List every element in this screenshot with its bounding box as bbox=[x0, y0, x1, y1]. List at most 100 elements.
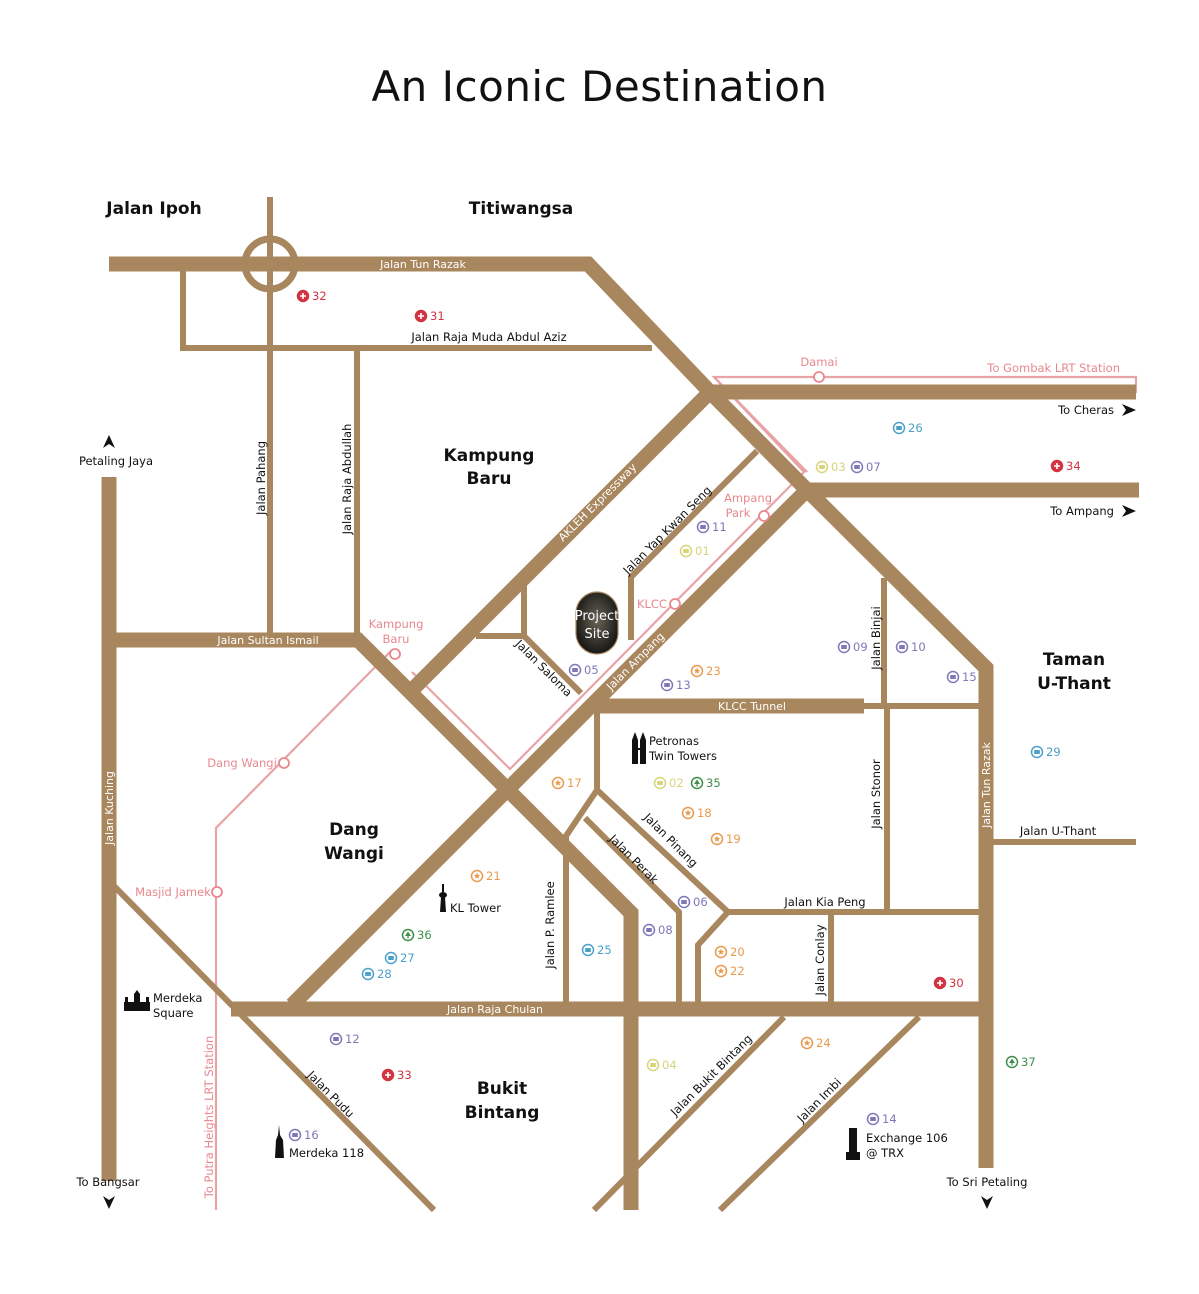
poi-hotel-14[interactable]: 14 bbox=[866, 1112, 897, 1126]
poi-hotel-06[interactable]: 06 bbox=[677, 895, 708, 909]
landmark-label-kl-tower: KL Tower bbox=[450, 901, 501, 915]
road-label-pahang: Jalan Pahang bbox=[254, 441, 268, 516]
poi-attraction-24[interactable]: 24 bbox=[800, 1036, 831, 1050]
poi-number: 21 bbox=[486, 869, 501, 883]
hotel-glyph bbox=[950, 675, 956, 679]
poi-number: 18 bbox=[697, 806, 712, 820]
poi-attraction-17[interactable]: 17 bbox=[551, 776, 582, 790]
poi-hospital-31[interactable]: 31 bbox=[414, 309, 445, 323]
poi-hotel-16[interactable]: 16 bbox=[288, 1128, 319, 1142]
poi-school-29[interactable]: 29 bbox=[1030, 745, 1061, 759]
arrow-up-icon bbox=[103, 435, 115, 448]
poi-hotel-05[interactable]: 05 bbox=[568, 663, 599, 677]
school-glyph bbox=[1034, 750, 1040, 754]
poi-number: 12 bbox=[345, 1032, 360, 1046]
poi-hospital-34[interactable]: 34 bbox=[1050, 459, 1081, 473]
poi-number: 06 bbox=[693, 895, 708, 909]
road-tun-razak-diag bbox=[704, 386, 813, 496]
poi-number: 26 bbox=[908, 421, 923, 435]
poi-markers: 01 02 03 04 05 06 07 08 09 10 11 12 13 14 15 16 17 18 19 20… bbox=[288, 289, 1081, 1142]
poi-attraction-22[interactable]: 22 bbox=[714, 964, 745, 978]
road-saloma bbox=[476, 582, 584, 696]
poi-number: 14 bbox=[882, 1112, 897, 1126]
poi-hotel-07[interactable]: 07 bbox=[850, 460, 881, 474]
mall-glyph bbox=[657, 781, 663, 785]
poi-number: 27 bbox=[400, 951, 415, 965]
rail-line-kelana-jaya bbox=[411, 376, 808, 771]
poi-hospital-30[interactable]: 30 bbox=[933, 976, 964, 990]
area-dang-wangi-line2: Wangi bbox=[324, 844, 384, 864]
poi-mall-01[interactable]: 01 bbox=[679, 544, 710, 558]
direction-bangsar: To Bangsar bbox=[75, 1175, 139, 1189]
poi-hotel-13[interactable]: 13 bbox=[660, 678, 691, 692]
station-label-ampang-park-line2: Park bbox=[726, 506, 751, 520]
station-icon bbox=[389, 648, 401, 660]
poi-number: 17 bbox=[567, 776, 582, 790]
poi-school-25[interactable]: 25 bbox=[581, 943, 612, 957]
road-label-raja-abdullah: Jalan Raja Abdullah bbox=[340, 424, 354, 536]
poi-hospital-32[interactable]: 32 bbox=[296, 289, 327, 303]
poi-school-28[interactable]: 28 bbox=[361, 967, 392, 981]
poi-mall-03[interactable]: 03 bbox=[815, 460, 846, 474]
road-label-bukit-bintang: Jalan Bukit Bintang bbox=[667, 1032, 755, 1120]
road-label-p-ramlee: Jalan P. Ramlee bbox=[543, 881, 557, 969]
poi-attraction-20[interactable]: 20 bbox=[714, 945, 745, 959]
station-damai: Damai bbox=[800, 355, 838, 383]
poi-attraction-19[interactable]: 19 bbox=[710, 832, 741, 846]
station-label-masjid-jamek: Masjid Jamek bbox=[135, 885, 211, 899]
road-imbi bbox=[717, 1014, 922, 1213]
direction-arrows bbox=[103, 404, 1136, 1209]
project-site-marker[interactable]: Project Site bbox=[575, 591, 619, 655]
poi-hotel-09[interactable]: 09 bbox=[837, 640, 868, 654]
poi-school-26[interactable]: 26 bbox=[892, 421, 923, 435]
poi-park-37[interactable]: 37 bbox=[1005, 1055, 1036, 1069]
poi-hotel-10[interactable]: 10 bbox=[895, 640, 926, 654]
poi-number: 03 bbox=[831, 460, 846, 474]
poi-number: 29 bbox=[1046, 745, 1061, 759]
hospital-glyph bbox=[385, 1072, 391, 1078]
poi-hotel-12[interactable]: 12 bbox=[329, 1032, 360, 1046]
merdeka-square-building-icon bbox=[124, 990, 150, 1011]
poi-hotel-15[interactable]: 15 bbox=[946, 670, 977, 684]
poi-number: 28 bbox=[377, 967, 392, 981]
road-label-raja-muda: Jalan Raja Muda Abdul Aziz bbox=[410, 330, 566, 344]
landmark-label-merdeka-sq-line1: Merdeka bbox=[153, 991, 202, 1005]
poi-park-35[interactable]: 35 bbox=[690, 776, 721, 790]
road-label-saloma: Jalan Saloma bbox=[512, 636, 575, 699]
road-label-u-thant: Jalan U-Thant bbox=[1019, 824, 1097, 838]
poi-attraction-18[interactable]: 18 bbox=[681, 806, 712, 820]
attraction-glyph bbox=[717, 967, 725, 974]
poi-hotel-11[interactable]: 11 bbox=[696, 520, 727, 534]
road-yap-kwan-seng bbox=[628, 448, 760, 640]
school-glyph bbox=[365, 972, 371, 976]
hotel-glyph bbox=[646, 928, 652, 932]
poi-hotel-08[interactable]: 08 bbox=[642, 923, 673, 937]
road-ampang-diagonal bbox=[286, 484, 813, 1011]
poi-hospital-33[interactable]: 33 bbox=[381, 1068, 412, 1082]
attraction-glyph bbox=[684, 809, 692, 816]
poi-number: 05 bbox=[584, 663, 599, 677]
rail-label-gombak: To Gombak LRT Station bbox=[986, 361, 1120, 375]
poi-school-27[interactable]: 27 bbox=[384, 951, 415, 965]
attraction-glyph bbox=[693, 667, 701, 674]
station-label-ampang-park-line1: Ampang bbox=[724, 491, 772, 505]
hotel-glyph bbox=[899, 645, 905, 649]
poi-number: 33 bbox=[397, 1068, 412, 1082]
poi-mall-02[interactable]: 02 bbox=[653, 776, 684, 790]
road-pinang bbox=[594, 706, 980, 915]
poi-mall-04[interactable]: 04 bbox=[646, 1058, 677, 1072]
poi-number: 04 bbox=[662, 1058, 677, 1072]
poi-attraction-21[interactable]: 21 bbox=[470, 869, 501, 883]
area-taman-line1: Taman bbox=[1043, 650, 1105, 670]
poi-number: 36 bbox=[417, 928, 432, 942]
landmark-label-merdeka118: Merdeka 118 bbox=[289, 1146, 364, 1160]
poi-attraction-23[interactable]: 23 bbox=[690, 664, 721, 678]
hotel-glyph bbox=[870, 1117, 876, 1121]
poi-number: 19 bbox=[726, 832, 741, 846]
roads bbox=[101, 197, 1139, 1213]
poi-park-36[interactable]: 36 bbox=[401, 928, 432, 942]
road-raja-muda bbox=[180, 264, 652, 351]
poi-number: 16 bbox=[304, 1128, 319, 1142]
